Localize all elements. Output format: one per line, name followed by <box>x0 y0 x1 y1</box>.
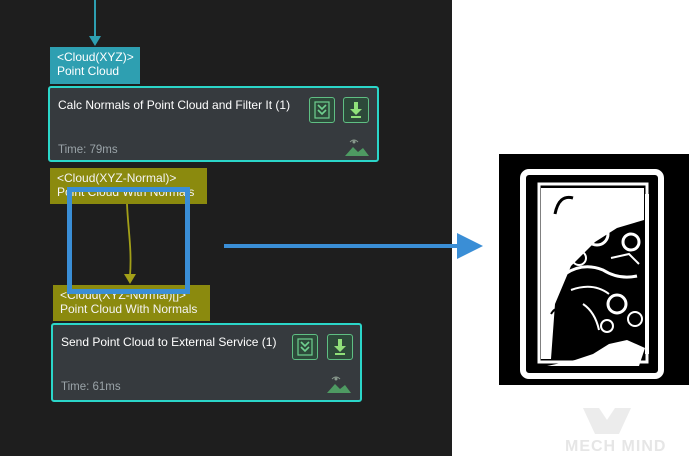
node-time: Time: 61ms <box>61 381 121 393</box>
input-port-label-point-cloud[interactable]: <Cloud(XYZ)> Point Cloud <box>50 47 140 84</box>
connection-wire <box>124 204 136 284</box>
step-node-send-point-cloud[interactable]: Send Point Cloud to External Service (1)… <box>51 323 362 402</box>
port-name: Point Cloud <box>57 64 120 78</box>
image-preview-icon[interactable] <box>344 134 370 158</box>
expand-button[interactable] <box>292 334 318 360</box>
port-type: <Cloud(XYZ)> <box>57 50 134 64</box>
output-mask-image <box>499 154 689 385</box>
download-icon <box>350 102 362 118</box>
download-button[interactable] <box>327 334 353 360</box>
image-preview-icon[interactable] <box>326 371 352 395</box>
incoming-wire <box>89 0 101 46</box>
port-name: Point Cloud With Normals <box>60 302 198 316</box>
mech-mind-logo-icon <box>583 408 631 434</box>
download-icon <box>334 339 346 355</box>
graph-canvas[interactable]: <Cloud(XYZ)> Point Cloud Calc Normals of… <box>0 0 452 456</box>
expand-icon <box>297 338 313 356</box>
expand-button[interactable] <box>309 97 335 123</box>
step-node-calc-normals[interactable]: Calc Normals of Point Cloud and Filter I… <box>48 86 379 162</box>
node-time: Time: 79ms <box>58 144 118 156</box>
arrow-right-icon <box>224 233 483 259</box>
node-title: Calc Normals of Point Cloud and Filter I… <box>58 98 291 112</box>
watermark-text: MECH MIND <box>565 438 667 455</box>
expand-icon <box>314 101 330 119</box>
port-type: <Cloud(XYZ-Normal)> <box>57 171 177 185</box>
output-port-label-point-cloud-with-normals[interactable]: <Cloud(XYZ-Normal)> Point Cloud With Nor… <box>50 168 207 204</box>
node-title: Send Point Cloud to External Service (1) <box>61 335 277 349</box>
download-button[interactable] <box>343 97 369 123</box>
highlight-box <box>67 187 190 294</box>
